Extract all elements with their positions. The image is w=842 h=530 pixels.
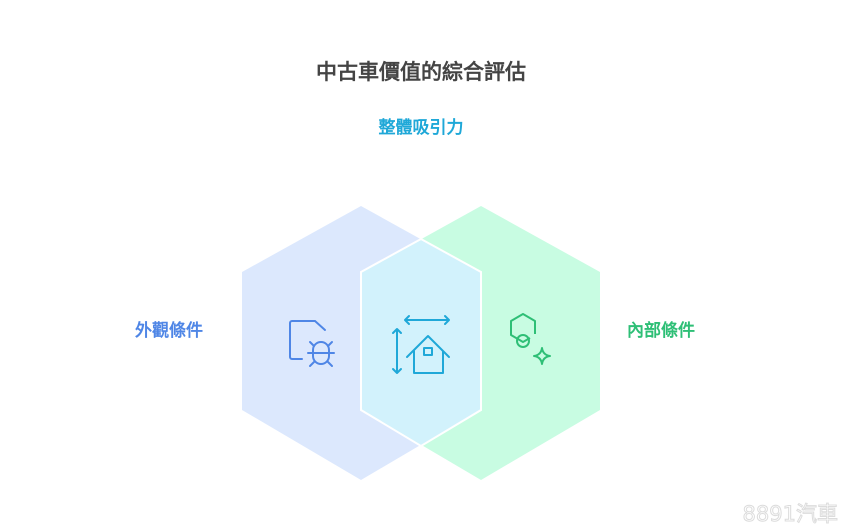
file-bug-icon	[289, 320, 335, 367]
diagram-title: 中古車價值的綜合評估	[316, 60, 526, 84]
left-label: 外觀條件	[135, 321, 203, 341]
house-dimensions-icon	[392, 315, 450, 374]
overlap-label: 整體吸引力	[378, 118, 464, 138]
right-label: 內部條件	[627, 321, 695, 341]
watermark: 8891汽車	[742, 502, 838, 527]
hex-nut-sparkle-icon	[510, 313, 551, 365]
